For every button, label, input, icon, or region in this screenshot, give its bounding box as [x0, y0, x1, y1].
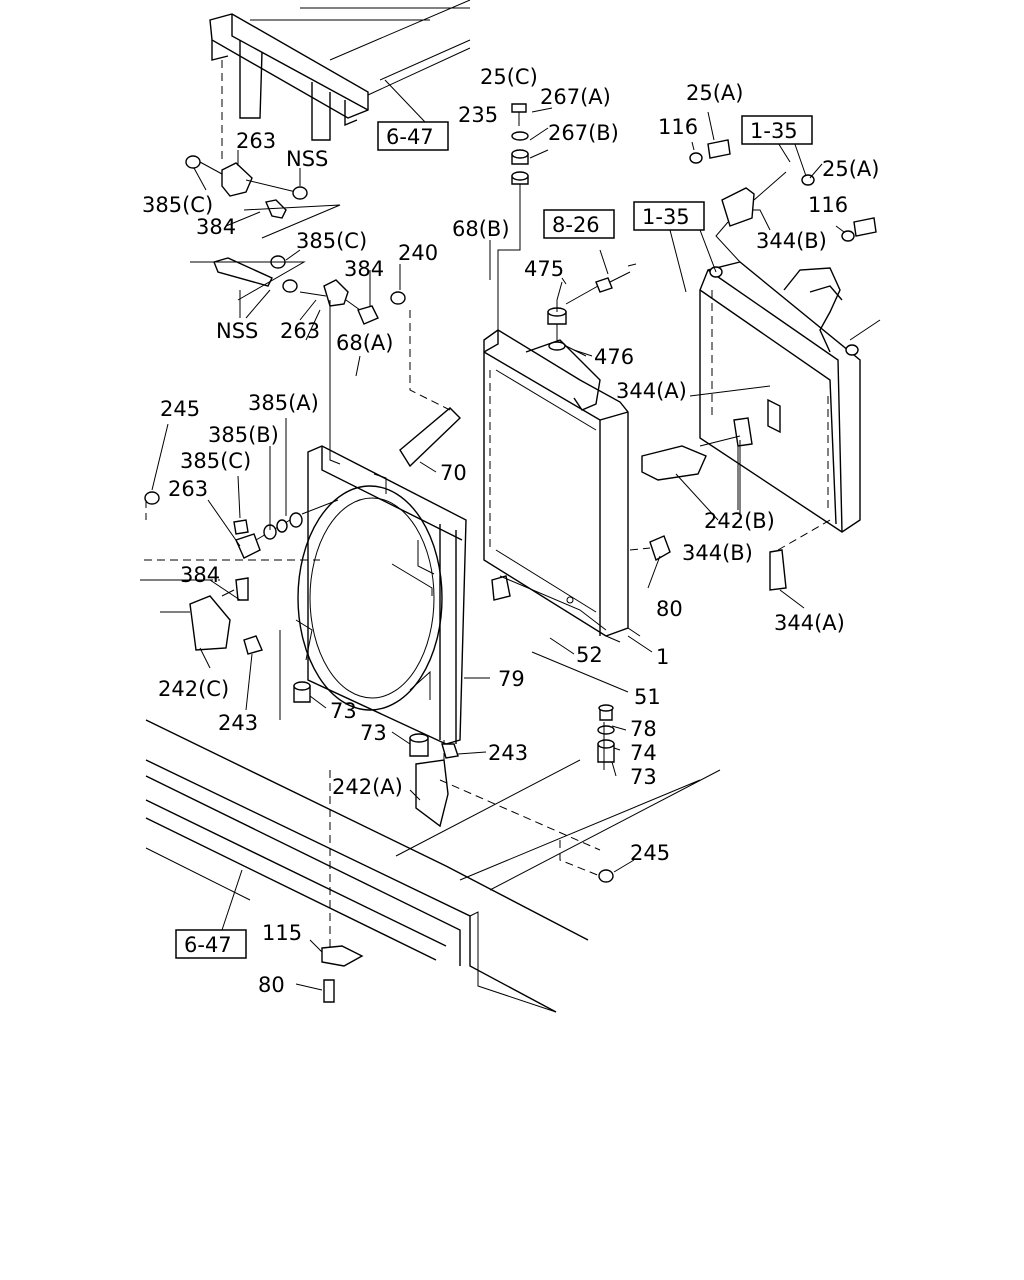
label-116-2: 116	[808, 193, 848, 217]
label-nss-1: NSS	[286, 147, 328, 171]
label-267b: 267(B)	[548, 121, 619, 145]
frame-rail-bottom	[145, 719, 721, 1013]
label-245-1: 245	[160, 397, 200, 421]
ref-826: 8-26	[552, 213, 600, 237]
label-385c-3: 385(C)	[180, 449, 251, 473]
label-235: 235	[458, 103, 498, 127]
ref-647-bottom: 6-47	[184, 933, 232, 957]
mount-left	[140, 491, 339, 720]
leader-lines	[151, 111, 845, 991]
label-68b: 68(B)	[452, 217, 510, 241]
label-475: 475	[524, 257, 564, 281]
ref-box-826	[543, 209, 615, 239]
ref-box-647-top	[377, 121, 449, 151]
label-344b-1: 344(B)	[756, 229, 827, 253]
label-70: 70	[440, 461, 467, 485]
label-nss-2: NSS	[216, 319, 258, 343]
label-243-1: 243	[218, 711, 258, 735]
label-52: 52	[576, 643, 603, 667]
label-384-3: 384	[180, 563, 220, 587]
label-385a: 385(A)	[248, 391, 319, 415]
label-78: 78	[630, 717, 657, 741]
ref-135-mid: 1-35	[642, 205, 690, 229]
label-1: 1	[656, 645, 669, 669]
label-385b: 385(B)	[208, 423, 279, 447]
label-25a-1: 25(A)	[686, 81, 743, 105]
label-73-1: 73	[330, 699, 357, 723]
intercooler	[699, 221, 881, 533]
part-labels: 25(C) 267(A) 235 267(B) 25(A) 116 25(A) …	[142, 65, 879, 997]
label-25a-2: 25(A)	[822, 157, 879, 181]
mount-lower	[329, 704, 615, 960]
mount-bolt-stack	[497, 103, 553, 330]
label-384-1: 384	[196, 215, 236, 239]
brackets-right	[629, 139, 877, 591]
label-263-1: 263	[236, 129, 276, 153]
label-385c-1: 385(C)	[142, 193, 213, 217]
label-242c: 242(C)	[158, 677, 229, 701]
ref-box-647-bottom	[175, 929, 247, 959]
label-245-2: 245	[630, 841, 670, 865]
label-243-2: 243	[488, 741, 528, 765]
label-385c-2: 385(C)	[296, 229, 367, 253]
frame-crossmember-top	[209, 0, 471, 160]
label-242a: 242(A)	[332, 775, 403, 799]
label-344a-2: 344(A)	[774, 611, 845, 635]
reference-boxes: 6-47 1-35 8-26 1-35 6-47	[175, 115, 813, 959]
label-80-1: 80	[656, 597, 683, 621]
label-384-2: 384	[344, 257, 384, 281]
label-267a: 267(A)	[540, 85, 611, 109]
label-240: 240	[398, 241, 438, 265]
label-80-2: 80	[258, 973, 285, 997]
radiator-core	[483, 329, 641, 643]
sensor-assembly	[547, 249, 637, 357]
label-73-3: 73	[630, 765, 657, 789]
label-25c: 25(C)	[480, 65, 538, 89]
label-263-3: 263	[168, 477, 208, 501]
label-73-2: 73	[360, 721, 387, 745]
label-476: 476	[594, 345, 634, 369]
link-assembly-upper	[185, 155, 451, 440]
label-344a-1: 344(A)	[616, 379, 687, 403]
label-263-2: 263	[280, 319, 320, 343]
ref-box-135-mid	[633, 201, 705, 231]
label-242b: 242(B)	[704, 509, 775, 533]
label-116-1: 116	[658, 115, 698, 139]
label-344b-2: 344(B)	[682, 541, 753, 565]
ref-box-135-right	[741, 115, 813, 145]
label-51: 51	[634, 685, 661, 709]
ref-135-right: 1-35	[750, 119, 798, 143]
label-68a: 68(A)	[336, 331, 393, 355]
ref-647-top: 6-47	[386, 125, 434, 149]
label-79: 79	[498, 667, 525, 691]
label-115: 115	[262, 921, 302, 945]
label-74: 74	[630, 741, 657, 765]
